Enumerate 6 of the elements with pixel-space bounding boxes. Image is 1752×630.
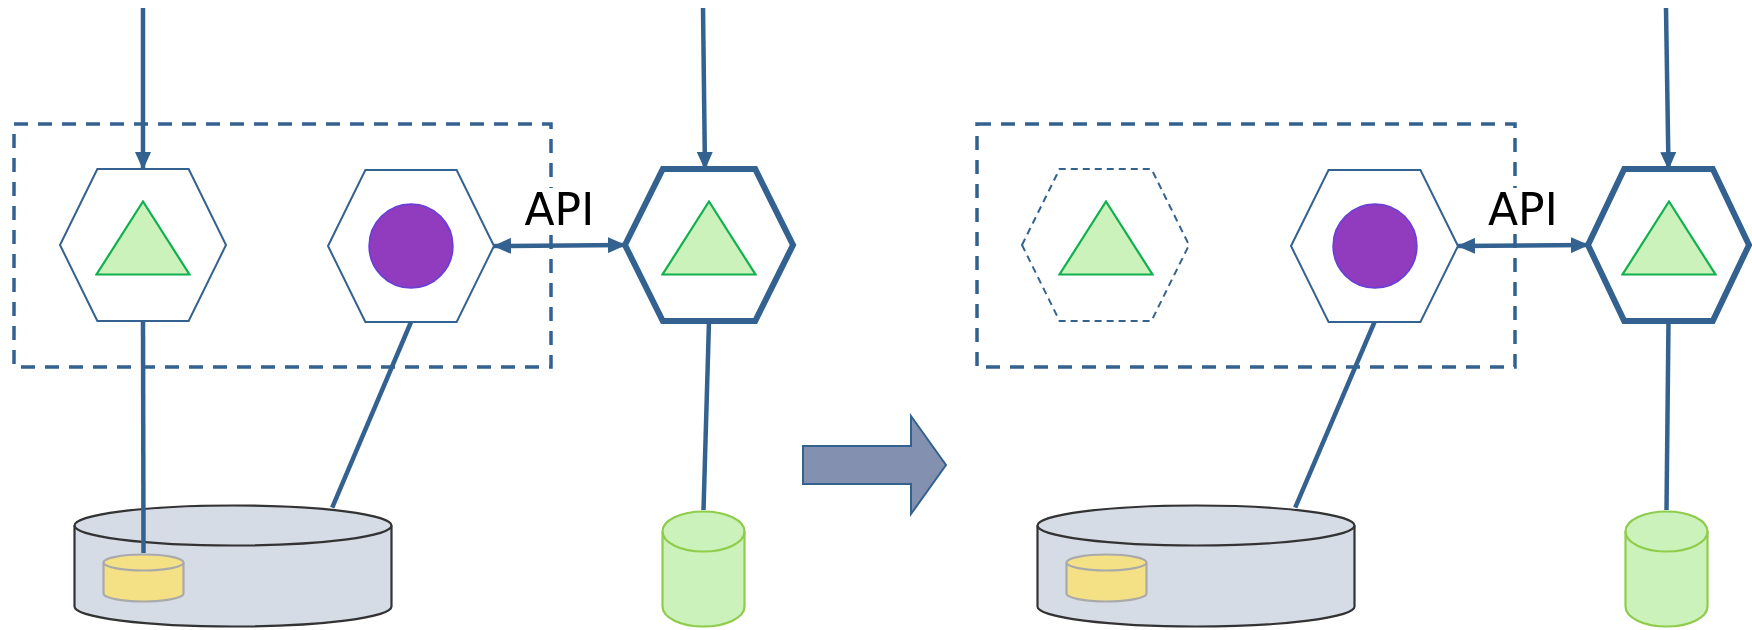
double-arrow — [1457, 237, 1589, 254]
arrow — [135, 8, 151, 170]
connector-line — [330, 321, 414, 509]
connector-line — [1293, 321, 1377, 509]
double-arrow — [493, 237, 626, 254]
connector-line — [140, 321, 146, 553]
